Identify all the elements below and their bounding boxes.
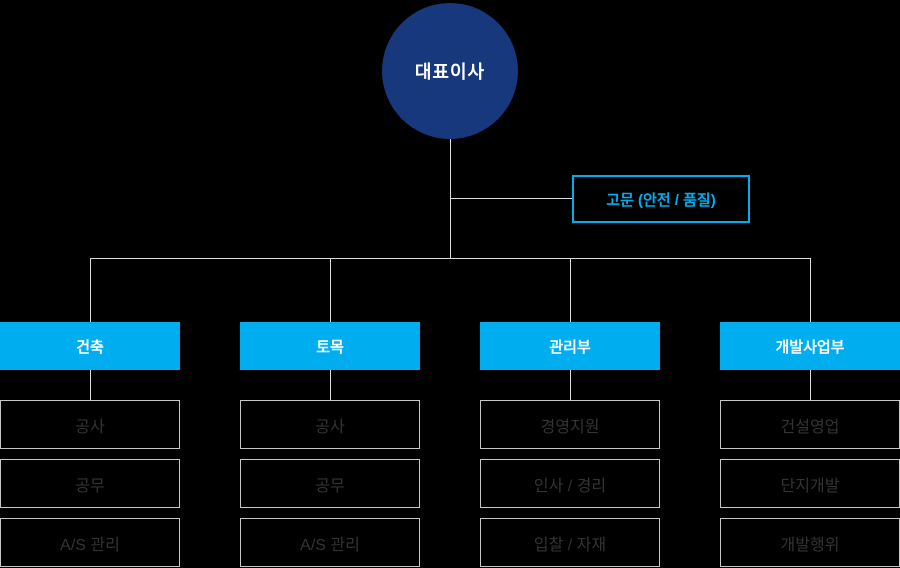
ceo-node: 대표이사 xyxy=(382,3,518,139)
sub-box: 입찰 / 자재 xyxy=(480,518,660,567)
sub-label: 개발행위 xyxy=(780,536,840,554)
sub-label: 건설영업 xyxy=(780,418,840,436)
dept-title: 개발사업부 xyxy=(775,338,845,356)
sub-box: 건설영업 xyxy=(720,400,900,449)
sub-label: A/S 관리 xyxy=(60,536,120,554)
connector-col3-sub xyxy=(570,370,571,400)
dept-header-gwanribu: 관리부 xyxy=(480,322,660,370)
ceo-label: 대표이사 xyxy=(414,62,486,82)
sub-box: 단지개발 xyxy=(720,459,900,508)
sub-box: 공무 xyxy=(240,459,420,508)
connector-col4-sub xyxy=(810,370,811,400)
sub-box: 공사 xyxy=(0,400,180,449)
sub-box: A/S 관리 xyxy=(0,518,180,567)
sub-label: 공사 xyxy=(75,418,105,436)
sub-label: A/S 관리 xyxy=(300,536,360,554)
sub-label: 공무 xyxy=(75,477,105,495)
connector-col1-drop xyxy=(90,258,91,322)
connector-main-horizontal xyxy=(90,258,811,259)
sub-box: 인사 / 경리 xyxy=(480,459,660,508)
advisor-label: 고문 (안전 / 품질) xyxy=(606,191,716,209)
dept-title: 건축 xyxy=(76,338,104,356)
sub-label: 입찰 / 자재 xyxy=(533,536,607,554)
sub-box: 공사 xyxy=(240,400,420,449)
dept-title: 관리부 xyxy=(549,338,591,356)
sub-box: 개발행위 xyxy=(720,518,900,567)
connector-col2-drop xyxy=(330,258,331,322)
sub-label: 단지개발 xyxy=(780,477,840,495)
dept-header-gaebalsaeopbu: 개발사업부 xyxy=(720,322,900,370)
sub-label: 공사 xyxy=(315,418,345,436)
sub-box: A/S 관리 xyxy=(240,518,420,567)
sub-label: 인사 / 경리 xyxy=(533,477,607,495)
connector-col3-drop xyxy=(570,258,571,322)
connector-col4-drop xyxy=(810,258,811,322)
sub-label: 공무 xyxy=(315,477,345,495)
sub-label: 경영지원 xyxy=(540,418,600,436)
dept-header-tomok: 토목 xyxy=(240,322,420,370)
sub-box: 경영지원 xyxy=(480,400,660,449)
sub-box: 공무 xyxy=(0,459,180,508)
advisor-node: 고문 (안전 / 품질) xyxy=(572,175,750,223)
connector-advisor-horizontal xyxy=(450,198,572,199)
dept-title: 토목 xyxy=(316,338,344,356)
connector-col2-sub xyxy=(330,370,331,400)
dept-header-geonchuk: 건축 xyxy=(0,322,180,370)
connector-col1-sub xyxy=(90,370,91,400)
